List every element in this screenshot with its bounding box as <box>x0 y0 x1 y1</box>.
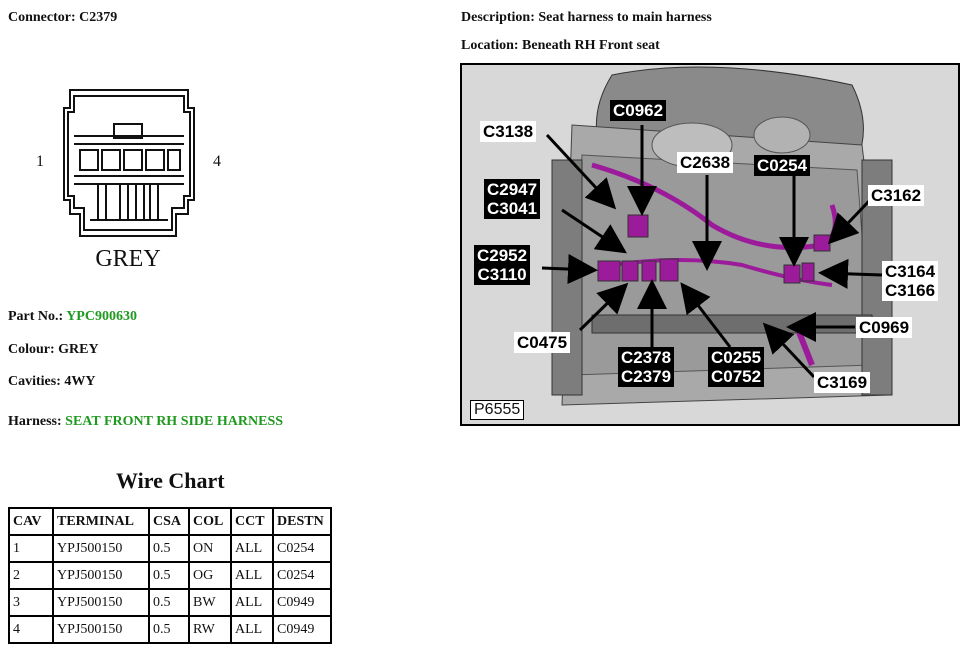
table-row: 1 YPJ500150 0.5 ON ALL C0254 <box>8 534 332 563</box>
cell-csa: 0.5 <box>148 588 190 617</box>
cell-cav: 1 <box>8 534 54 563</box>
cell-col: BW <box>188 588 232 617</box>
cell-cct: ALL <box>230 534 274 563</box>
table-row: 3 YPJ500150 0.5 BW ALL C0949 <box>8 588 332 617</box>
callout-c3041: C3041 <box>487 199 538 218</box>
photo-id-label: P6555 <box>470 400 525 420</box>
cell-destn: C0254 <box>272 561 332 590</box>
table-row: 4 YPJ500150 0.5 RW ALL C0949 <box>8 615 332 644</box>
wire-chart-title: Wire Chart <box>116 468 225 493</box>
connector-label: Connector: C2379 <box>8 10 118 25</box>
cell-terminal: YPJ500150 <box>52 561 150 590</box>
pin-1-label: 1 <box>36 153 44 170</box>
cell-cav: 2 <box>8 561 54 590</box>
callout-c0255-c0752: C0255 C0752 <box>708 347 765 387</box>
callout-c0969: C0969 <box>856 317 913 338</box>
callout-c2638: C2638 <box>677 152 734 173</box>
colour-label: Colour: GREY <box>8 342 99 357</box>
callout-c3166: C3166 <box>885 281 936 300</box>
callout-c2952: C2952 <box>477 246 528 265</box>
cell-csa: 0.5 <box>148 534 190 563</box>
harness-label: Harness: <box>8 414 62 429</box>
harness-row: Harness: SEAT FRONT RH SIDE HARNESS <box>8 414 283 430</box>
cavities-label: Cavities: 4WY <box>8 374 96 389</box>
callout-c0752: C0752 <box>711 367 762 386</box>
harness-value: SEAT FRONT RH SIDE HARNESS <box>65 414 284 429</box>
connector-colour-caption: GREY <box>95 246 160 272</box>
pin-4-label: 4 <box>213 153 221 170</box>
cell-cct: ALL <box>230 561 274 590</box>
header-col: COL <box>188 507 232 536</box>
cell-col: ON <box>188 534 232 563</box>
cell-col: OG <box>188 561 232 590</box>
description-label: Description: Seat harness to main harnes… <box>461 10 712 25</box>
table-row: 2 YPJ500150 0.5 OG ALL C0254 <box>8 561 332 590</box>
callout-c3169: C3169 <box>814 372 871 393</box>
cell-destn: C0949 <box>272 588 332 617</box>
callout-c3162: C3162 <box>868 185 925 206</box>
callout-c0255: C0255 <box>711 348 762 367</box>
location-label: Location: Beneath RH Front seat <box>461 38 660 53</box>
part-number-row: Part No.: YPC900630 <box>8 309 137 325</box>
wire-chart-header-row: CAV TERMINAL CSA COL CCT DESTN <box>8 507 332 536</box>
callout-c2378-c2379: C2378 C2379 <box>618 347 675 387</box>
callout-c2952-c3110: C2952 C3110 <box>474 245 531 285</box>
cell-col: RW <box>188 615 232 644</box>
wire-chart-table: CAV TERMINAL CSA COL CCT DESTN 1 YPJ5001… <box>8 507 332 644</box>
callout-c0475: C0475 <box>514 332 571 353</box>
part-number-value: YPC900630 <box>66 309 137 324</box>
callout-c3110: C3110 <box>477 265 527 284</box>
callout-c2947: C2947 <box>487 180 538 199</box>
cell-terminal: YPJ500150 <box>52 615 150 644</box>
cell-csa: 0.5 <box>148 615 190 644</box>
cell-destn: C0254 <box>272 534 332 563</box>
seat-location-photo: C3138 C0962 C2638 C0254 C2947 C3041 C316… <box>460 63 960 426</box>
callout-c0254: C0254 <box>754 155 811 176</box>
callout-c2947-c3041: C2947 C3041 <box>484 179 541 219</box>
callout-c3164: C3164 <box>885 262 936 281</box>
header-cav: CAV <box>8 507 54 536</box>
header-cct: CCT <box>230 507 274 536</box>
callout-c3138: C3138 <box>480 121 537 142</box>
cell-destn: C0949 <box>272 615 332 644</box>
cell-terminal: YPJ500150 <box>52 534 150 563</box>
callout-c2379: C2379 <box>621 367 672 386</box>
callout-c2378: C2378 <box>621 348 672 367</box>
cell-cav: 4 <box>8 615 54 644</box>
header-csa: CSA <box>148 507 190 536</box>
callout-c0962: C0962 <box>610 100 667 121</box>
callout-c3164-c3166: C3164 C3166 <box>882 261 939 301</box>
cell-cct: ALL <box>230 588 274 617</box>
cell-cct: ALL <box>230 615 274 644</box>
header-terminal: TERMINAL <box>52 507 150 536</box>
connector-face-diagram: 1 4 GREY <box>36 89 221 272</box>
cell-csa: 0.5 <box>148 561 190 590</box>
cell-terminal: YPJ500150 <box>52 588 150 617</box>
part-number-label: Part No.: <box>8 309 64 324</box>
cell-cav: 3 <box>8 588 54 617</box>
header-destn: DESTN <box>272 507 332 536</box>
